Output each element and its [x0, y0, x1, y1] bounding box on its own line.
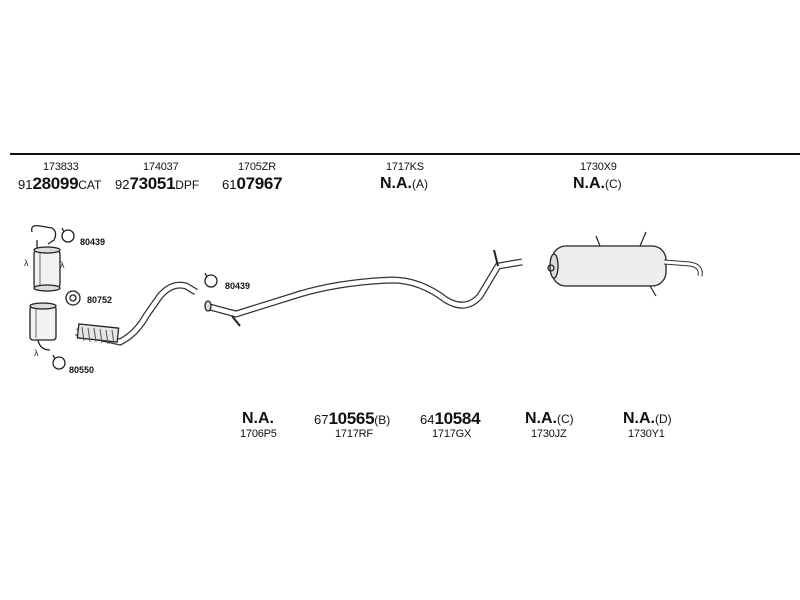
- part-prefix: 64: [420, 412, 435, 427]
- bottom-part-5[interactable]: N.A.(D): [623, 411, 672, 427]
- top-part-1[interactable]: 9128099CAT: [18, 175, 101, 192]
- part-suffix: (D): [655, 412, 672, 426]
- lambda-symbol-2: λ: [60, 260, 65, 270]
- bottom-part-1[interactable]: N.A.: [242, 411, 274, 427]
- top-ref-4: 1717KS: [386, 161, 424, 173]
- part-suffix: (C): [605, 177, 622, 191]
- clamp-icon-3[interactable]: [204, 272, 218, 288]
- gasket-icon[interactable]: [65, 290, 81, 306]
- part-code: N.A.: [623, 410, 655, 427]
- top-part-4[interactable]: N.A.(A): [380, 176, 428, 192]
- top-ref-3: 1705ZR: [238, 161, 276, 173]
- bottom-ref-1: 1706P5: [240, 428, 277, 440]
- top-part-5[interactable]: N.A.(C): [573, 176, 622, 192]
- part-code: 10565: [328, 409, 375, 428]
- catalytic-converter[interactable]: [31, 224, 61, 292]
- clamp-icon-1[interactable]: [61, 227, 75, 243]
- part-code: 10584: [434, 409, 481, 428]
- part-code: 07967: [236, 174, 283, 193]
- part-prefix: 92: [115, 177, 130, 192]
- part-suffix: (B): [374, 413, 391, 427]
- part-suffix: DPF: [175, 178, 200, 192]
- bottom-ref-3: 1717GX: [432, 428, 472, 440]
- top-ref-1: 173833: [43, 161, 79, 173]
- part-prefix: 61: [222, 177, 237, 192]
- part-code: N.A.: [573, 175, 605, 192]
- part-code: 73051: [129, 174, 176, 193]
- top-rule: [10, 153, 800, 155]
- top-part-3[interactable]: 6107967: [222, 174, 283, 193]
- part-suffix: (C): [557, 412, 574, 426]
- bottom-part-4[interactable]: N.A.(C): [525, 411, 574, 427]
- part-code: N.A.: [525, 410, 557, 427]
- part-code: N.A.: [380, 175, 412, 192]
- bottom-ref-5: 1730Y1: [628, 428, 665, 440]
- top-part-2[interactable]: 9273051DPF: [115, 175, 199, 192]
- part-code: N.A.: [242, 410, 274, 427]
- rear-silencer[interactable]: [547, 231, 703, 297]
- bottom-ref-2: 1717RF: [335, 428, 373, 440]
- lambda-symbol-3: λ: [34, 348, 39, 358]
- front-pipe[interactable]: [75, 281, 198, 346]
- part-prefix: 91: [18, 177, 33, 192]
- bottom-part-3[interactable]: 6410584: [420, 409, 481, 428]
- clamp-label-3: 80439: [225, 281, 251, 291]
- middle-pipe[interactable]: [204, 249, 523, 327]
- part-suffix: (A): [412, 177, 428, 191]
- bottom-ref-4: 1730JZ: [531, 428, 567, 440]
- clamp-label-2: 80550: [69, 365, 95, 375]
- diesel-particulate-filter[interactable]: [29, 302, 57, 351]
- clamp-label-1: 80439: [80, 237, 106, 247]
- top-ref-2: 174037: [143, 161, 179, 173]
- lambda-symbol-1: λ: [24, 258, 29, 268]
- part-suffix: CAT: [78, 178, 102, 192]
- part-code: 28099: [32, 174, 79, 193]
- top-ref-5: 1730X9: [580, 161, 617, 173]
- part-prefix: 67: [314, 412, 329, 427]
- gasket-label: 80752: [87, 295, 113, 305]
- bottom-part-2[interactable]: 6710565(B): [314, 410, 390, 427]
- clamp-icon-2[interactable]: [52, 354, 66, 370]
